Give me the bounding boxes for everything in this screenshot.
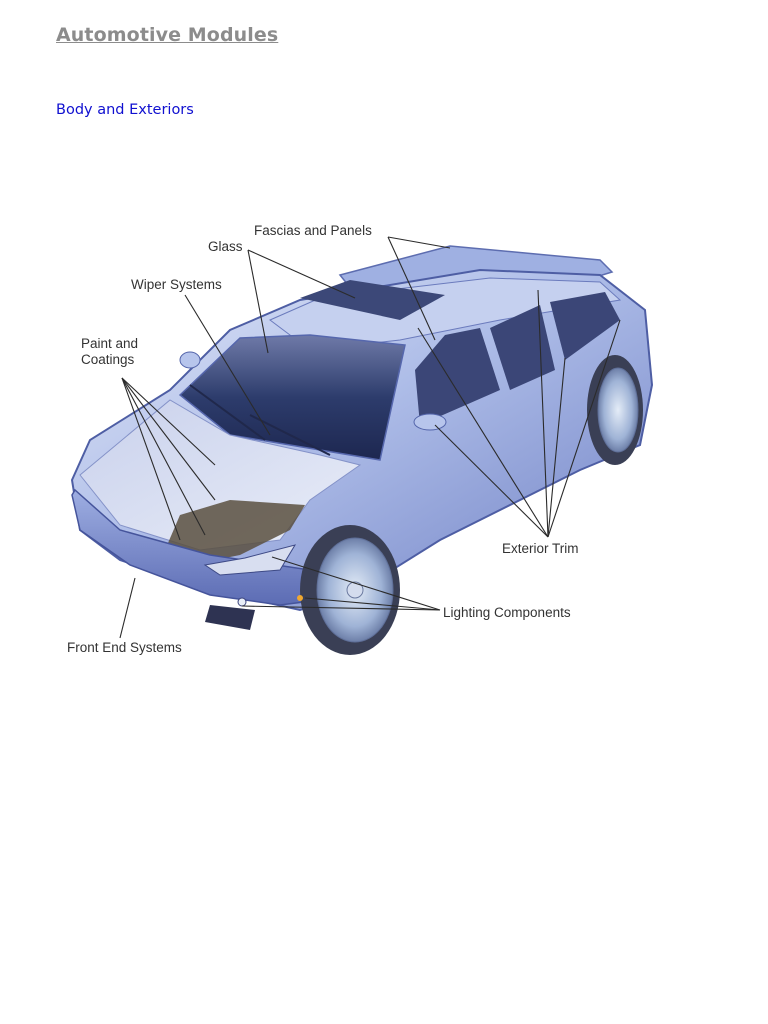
label-paint-and: Paint and [81,336,139,351]
label-lighting-components: Lighting Components [443,605,571,620]
label-exterior-trim: Exterior Trim [502,541,579,556]
leader-lines [119,236,621,639]
label-coatings: Coatings [81,352,135,367]
label-fascias-and-panels: Fascias and Panels [254,223,372,238]
section-heading: Body and Exteriors [56,102,194,118]
label-glass: Glass [208,239,243,254]
label-wiper-systems: Wiper Systems [131,277,222,292]
label-front-end-systems: Front End Systems [67,640,182,655]
car-illustration [70,236,654,655]
car-diagram: Fascias and Panels Glass Wiper Systems P… [60,210,660,670]
page-title: Automotive Modules [56,24,279,46]
